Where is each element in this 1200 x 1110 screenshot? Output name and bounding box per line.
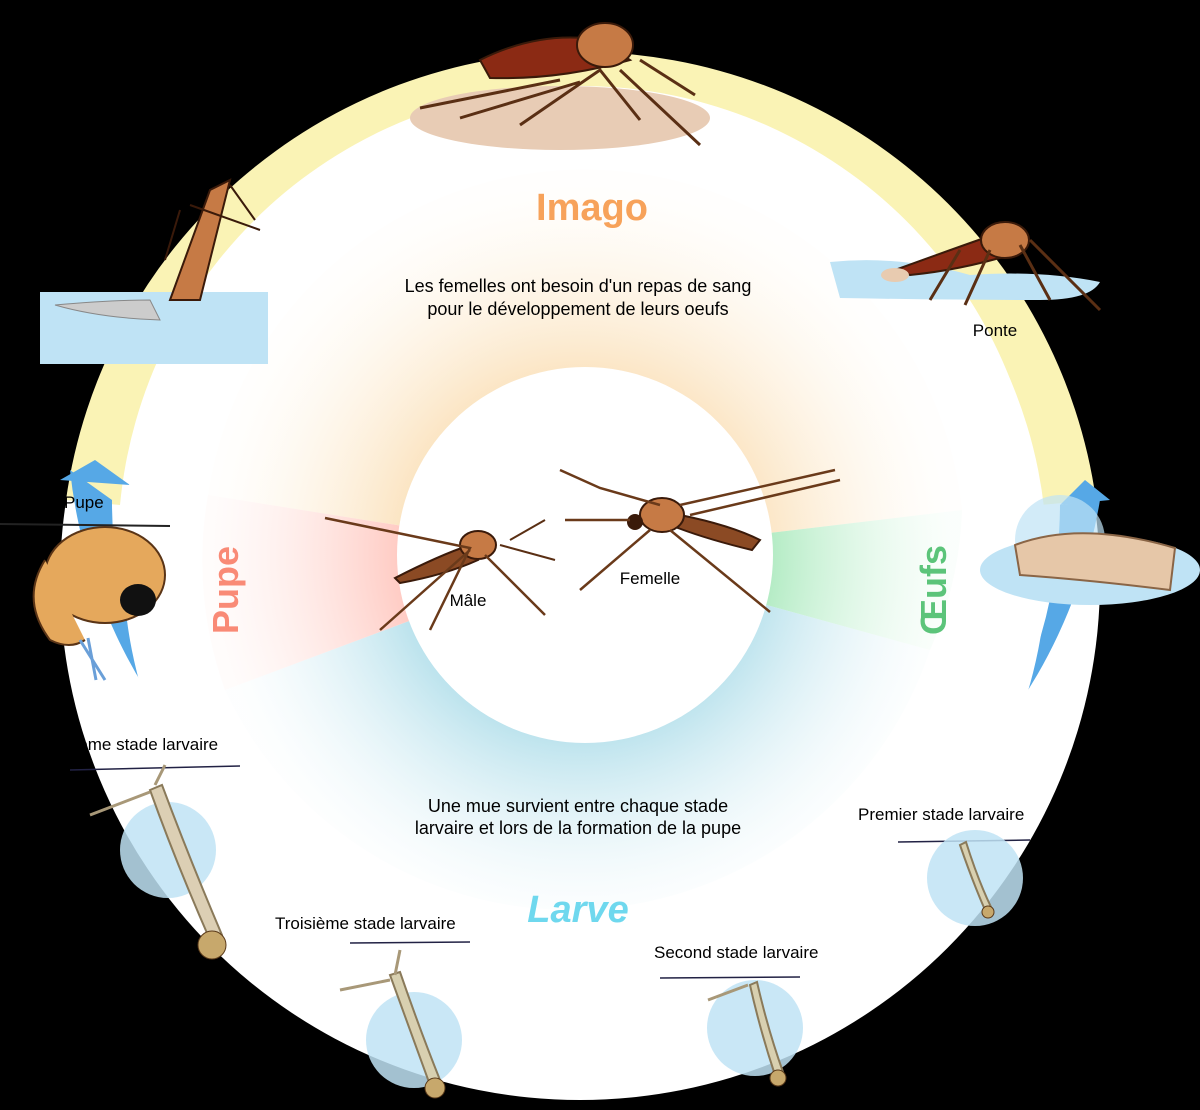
larva-title: Larve (527, 889, 628, 931)
second-bubble (707, 980, 803, 1076)
female-legs (559, 468, 841, 613)
imago-note-line2: pour le développement de leurs oeufs (427, 299, 728, 319)
imago-note-line1: Les femelles ont besoin d'un repas de sa… (405, 276, 752, 296)
aquatic-arrow-head-left (60, 460, 130, 485)
female-head (627, 514, 643, 530)
pupa-eye (120, 584, 156, 616)
laying-label: Ponte (973, 321, 1017, 340)
female-mosquito-illustration (559, 468, 841, 613)
pupa-title: Pupe (205, 546, 246, 634)
second-siphon (707, 983, 749, 1002)
larva-note-line1: Une mue survient entre chaque stade (428, 796, 728, 816)
third-siphon (339, 949, 402, 992)
pupal-skin (54, 299, 161, 321)
emergence-label: Émergence (40, 251, 127, 270)
center-disc (397, 367, 773, 743)
fourth-instar-label: Quatrième stade larvaire (32, 735, 218, 754)
male-antennae (499, 519, 556, 561)
feeding-female-illustration (410, 22, 710, 150)
feeding-female-legs (419, 58, 702, 147)
fourth-instar-illustration (69, 764, 241, 960)
third-water-line (349, 941, 471, 944)
emergence-water (40, 292, 268, 364)
male-mosquito-illustration (324, 516, 556, 631)
male-label: Mâle (450, 591, 487, 610)
skin-patch (410, 86, 710, 150)
pupa-water-line (0, 523, 171, 527)
emergence-adult-legs (164, 184, 261, 261)
egg-raft (1013, 532, 1177, 592)
second-larva-head (769, 1069, 787, 1087)
pupa-abdomen (32, 559, 86, 646)
third-instar-illustration (339, 941, 471, 1099)
fourth-larva-head (197, 930, 227, 960)
laying-illustration (830, 221, 1102, 312)
second-instar-illustration (659, 976, 803, 1087)
third-instar-label: Troisième stade larvaire (275, 914, 456, 933)
first-larva-head (981, 905, 995, 919)
second-instar-label: Second stade larvaire (654, 943, 818, 962)
fourth-siphon (89, 764, 167, 817)
first-instar-illustration (897, 830, 1031, 926)
laying-female-thorax (980, 221, 1030, 259)
female-thorax (639, 497, 685, 533)
female-label: Femelle (620, 569, 680, 588)
imago-title: Imago (536, 187, 648, 229)
emergence-adult-body (168, 178, 232, 301)
third-larva-head (424, 1077, 446, 1099)
pupa-paddles (78, 637, 107, 681)
laying-female-legs (928, 238, 1102, 312)
eggs-title: Œufs (913, 545, 954, 635)
larva-note-line2: larvaire et lors de la formation de la p… (415, 818, 741, 838)
fourth-water-line (69, 765, 241, 771)
second-water-line (659, 976, 801, 979)
male-legs (324, 516, 546, 631)
egg-raft-small (881, 268, 909, 282)
pupa-label: Pupe (64, 493, 104, 512)
emergence-illustration (40, 178, 268, 364)
imago-sector (208, 169, 962, 555)
first-instar-label: Premier stade larvaire (858, 805, 1024, 824)
egg-raft-illustration (980, 495, 1200, 605)
pupa-illustration (0, 523, 171, 681)
female-abdomen (676, 513, 762, 552)
feeding-female-thorax (576, 22, 634, 68)
